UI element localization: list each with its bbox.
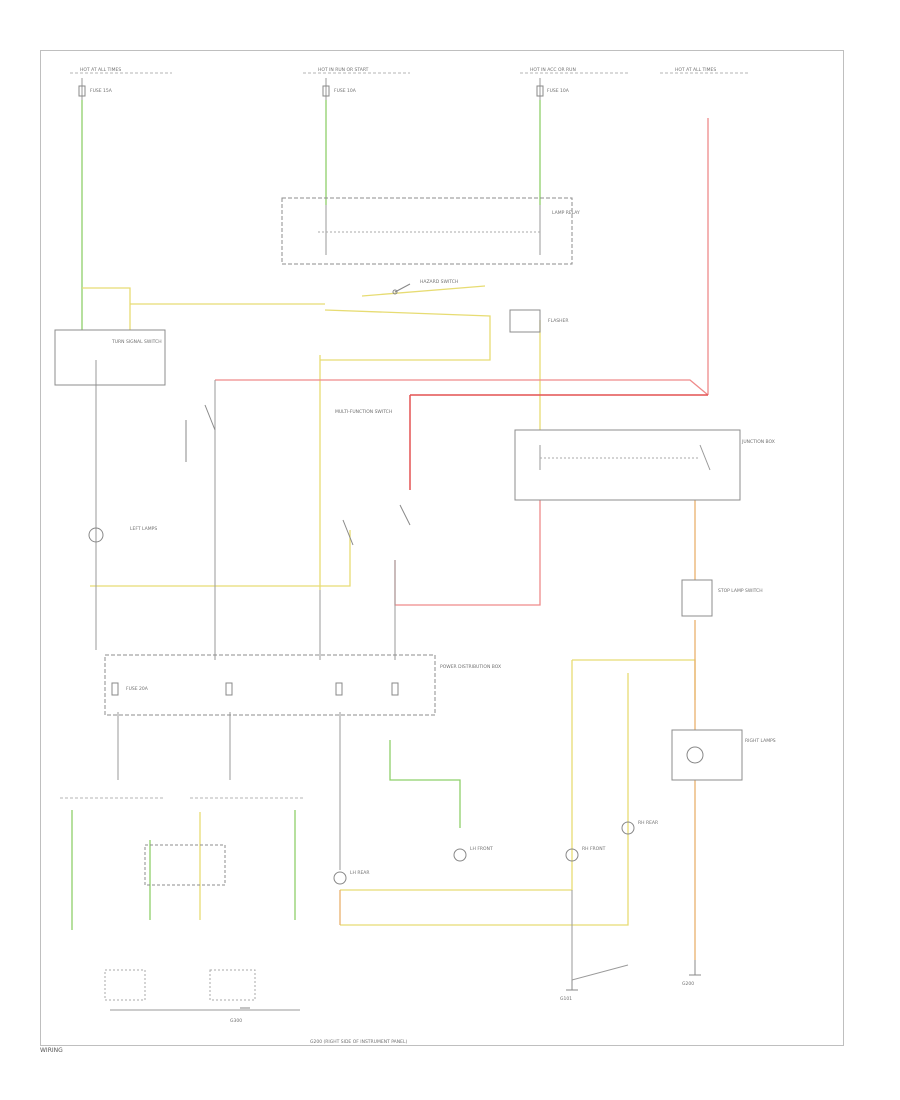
rh-lamp-unit: RIGHT LAMPS bbox=[671, 729, 776, 781]
relay-box-label: LAMP RELAY bbox=[552, 210, 580, 216]
lamp-lh-rear-label: LH REAR bbox=[350, 870, 370, 876]
flasher: FLASHER bbox=[509, 309, 569, 333]
ground-3: G300 bbox=[230, 1007, 250, 1024]
connector-block bbox=[60, 797, 305, 1001]
lamp-lh-front: LH FRONT bbox=[453, 846, 493, 862]
lamp-lh-rear: LH REAR bbox=[333, 870, 370, 885]
hazard-switch: HAZARD SWITCH bbox=[392, 279, 458, 295]
fuse-3-label: FUSE 10A bbox=[547, 88, 570, 94]
stop-lamp-switch: STOP LAMP SWITCH bbox=[681, 579, 763, 617]
fuse-col1-label: HOT AT ALL TIMES bbox=[80, 67, 121, 73]
fuse-1: FUSE 15A bbox=[78, 78, 113, 100]
fuse-header-row: HOT AT ALL TIMES HOT IN RUN OR START HOT… bbox=[70, 67, 750, 74]
ground-1-label: G101 bbox=[560, 996, 572, 1002]
lamp-rh-rear-label: RH REAR bbox=[638, 820, 658, 826]
ground-1: G101 bbox=[560, 980, 578, 1002]
fuse-3: FUSE 10A bbox=[536, 78, 570, 100]
wire-red bbox=[215, 118, 709, 606]
lamp-rh-front: RH FRONT bbox=[565, 846, 606, 862]
junction-box: JUNCTION BOX bbox=[514, 429, 775, 501]
right-lamps-label: RIGHT LAMPS bbox=[745, 738, 776, 744]
flasher-label: FLASHER bbox=[548, 318, 569, 324]
footer-label: WIRING bbox=[40, 1047, 63, 1054]
stop-lamp-switch-label: STOP LAMP SWITCH bbox=[718, 588, 763, 594]
lamp-rh-rear: RH REAR bbox=[621, 820, 658, 835]
relay-box: LAMP RELAY bbox=[281, 197, 580, 265]
wire-yellow bbox=[82, 285, 696, 926]
fuse-col3-label: HOT IN ACC OR RUN bbox=[530, 67, 576, 73]
ground-3-label: G300 bbox=[230, 1018, 242, 1024]
turn-signal-switch-label: TURN SIGNAL SWITCH bbox=[111, 339, 162, 345]
lamp-lh-front-label: LH FRONT bbox=[470, 846, 493, 852]
left-lamps-label: LEFT LAMPS bbox=[130, 526, 157, 532]
fuse-col4-label: HOT AT ALL TIMES bbox=[675, 67, 716, 73]
hazard-switch-label: HAZARD SWITCH bbox=[420, 279, 458, 285]
fuse-col2-label: HOT IN RUN OR START bbox=[318, 67, 369, 73]
ground-2-label: G200 bbox=[682, 981, 694, 987]
ground-2: G200 bbox=[682, 960, 701, 987]
multifunction-switch: MULTI-FUNCTION SWITCH bbox=[185, 404, 411, 546]
power-dist-label: POWER DISTRIBUTION BOX bbox=[440, 664, 501, 670]
wire-orange bbox=[339, 500, 696, 960]
multifunction-label: MULTI-FUNCTION SWITCH bbox=[335, 409, 392, 415]
turn-signal-switch: TURN SIGNAL SWITCH bbox=[54, 329, 166, 386]
bottom-note: G200 (RIGHT SIDE OF INSTRUMENT PANEL) bbox=[310, 1039, 407, 1045]
fuse-1-label: FUSE 15A bbox=[90, 88, 113, 94]
lamp-rh-front-label: RH FRONT bbox=[582, 846, 606, 852]
diagram-frame bbox=[40, 50, 844, 1046]
left-lamp-group: LEFT LAMPS bbox=[88, 526, 157, 543]
fuse-2-label: FUSE 10A bbox=[334, 88, 357, 94]
wire-green-left bbox=[71, 100, 541, 930]
power-distribution-box: POWER DISTRIBUTION BOX FUSE 20A bbox=[104, 654, 501, 716]
fuse-4-label: FUSE 20A bbox=[126, 686, 149, 692]
fuse-2: FUSE 10A bbox=[322, 78, 357, 100]
junction-box-label: JUNCTION BOX bbox=[741, 439, 775, 445]
wire-gray bbox=[95, 360, 629, 1011]
